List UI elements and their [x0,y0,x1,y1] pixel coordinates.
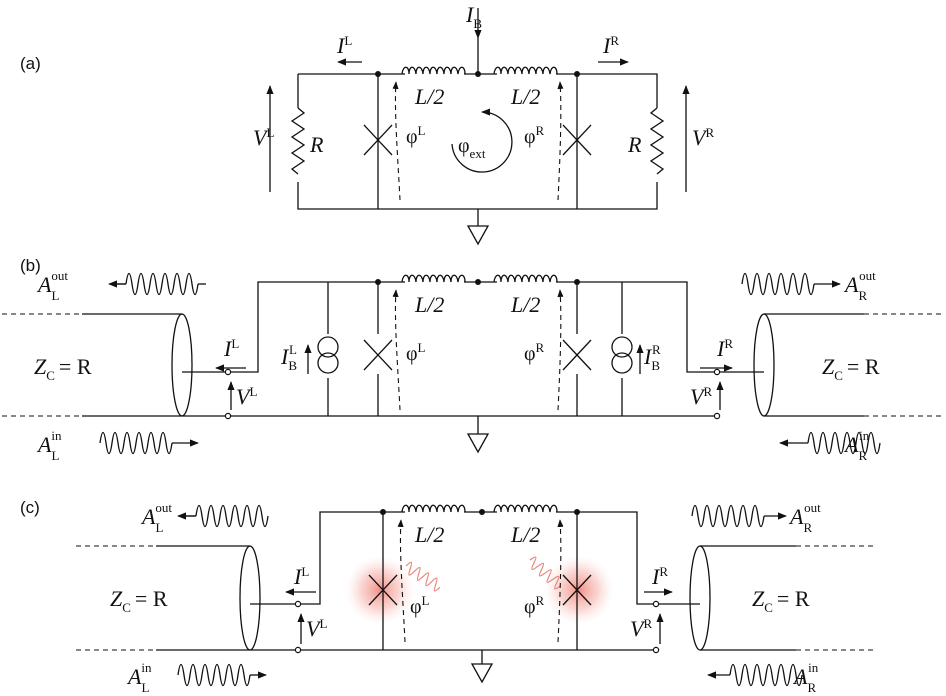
svg-text:IR: IR [602,33,619,58]
svg-text:VR: VR [690,384,712,409]
wave-out-right-c [691,504,787,528]
svg-text:IBL: IBL [280,342,297,373]
emission-wave-left [405,561,441,592]
svg-text:ARout: ARout [788,500,821,535]
svg-text:φL: φL [406,123,426,148]
svg-text:φL: φL [406,340,426,365]
svg-text:ZC= R: ZC= R [822,354,880,383]
junction-right-c [562,574,592,606]
current-source-left [314,334,342,378]
svg-text:ALin: ALin [126,660,152,695]
svg-text:IR: IR [651,564,668,589]
svg-text:ALout: ALout [140,500,172,535]
svg-text:ARout: ARout [843,268,876,303]
svg-text:IL: IL [293,564,309,589]
inductor-right-c [493,504,558,513]
panel-b-circuit [2,272,944,455]
svg-text:L/2: L/2 [414,84,444,109]
panel-a-circuit [266,8,690,246]
wave-in-right-b [779,431,881,455]
svg-text:VR: VR [692,125,714,150]
panel-b-labels: ALout ALin ARout ARin ZC= R ZC= R IL IR … [34,268,880,463]
junction-right-a [562,124,592,156]
svg-text:ZC= R: ZC= R [752,586,810,615]
svg-text:VL: VL [253,125,274,150]
resistor-right-a [649,107,665,175]
glow-right [544,555,614,625]
svg-text:L/2: L/2 [414,292,444,317]
panel-a-label: (a) [20,54,41,73]
emission-wave-right [529,556,561,590]
junction-right-b [562,339,592,371]
svg-text:R: R [627,132,642,157]
svg-text:IL: IL [336,33,352,58]
inductor-right-b [493,274,558,283]
wave-out-left-b [108,272,206,296]
svg-text:φR: φR [524,123,545,148]
svg-text:VL: VL [236,384,257,409]
wave-in-right-c [707,663,803,687]
svg-text:IR: IR [716,336,733,361]
wave-out-left-c [177,504,269,528]
inductor-left-c [401,504,466,513]
svg-text:IL: IL [223,336,239,361]
panel-b-label: (b) [20,256,41,275]
inductor-left-b [401,274,466,283]
wave-out-right-b [741,272,841,296]
panel-c-labels: ALout ALin ARout ARin ZC= R ZC= R IL IR … [110,500,821,695]
inductor-left-a [401,66,466,75]
svg-text:VR: VR [630,616,652,641]
junction-left-a [363,124,393,156]
svg-text:IB: IB [465,2,482,31]
svg-text:ARin: ARin [843,428,870,463]
svg-text:ZC= R: ZC= R [110,586,168,615]
svg-text:φR: φR [524,593,545,618]
svg-text:φR: φR [524,340,545,365]
resistor-left-a [290,107,306,175]
wave-in-left-b [99,431,199,455]
svg-text:L/2: L/2 [510,522,540,547]
svg-text:IBR: IBR [643,342,661,373]
panel-c-circuit [76,504,876,687]
panel-a-labels: IL IR IB VL VR R R L/2 L/2 φL φR φext [253,2,714,161]
wave-in-left-c [177,663,267,687]
svg-text:L/2: L/2 [414,522,444,547]
svg-text:ALout: ALout [36,268,68,303]
svg-text:ARin: ARin [792,660,819,695]
svg-text:VL: VL [306,616,327,641]
svg-text:R: R [309,132,324,157]
svg-text:ALin: ALin [36,428,62,463]
inductor-right-a [493,66,558,75]
glow-left [345,555,415,625]
junction-left-c [368,574,398,606]
svg-text:φext: φext [458,135,486,161]
panel-c-label: (c) [20,498,40,517]
svg-text:L/2: L/2 [510,292,540,317]
svg-text:φL: φL [410,593,430,618]
svg-text:ZC= R: ZC= R [34,354,92,383]
svg-text:L/2: L/2 [510,84,540,109]
junction-left-b [363,339,393,371]
current-source-right [608,334,636,378]
